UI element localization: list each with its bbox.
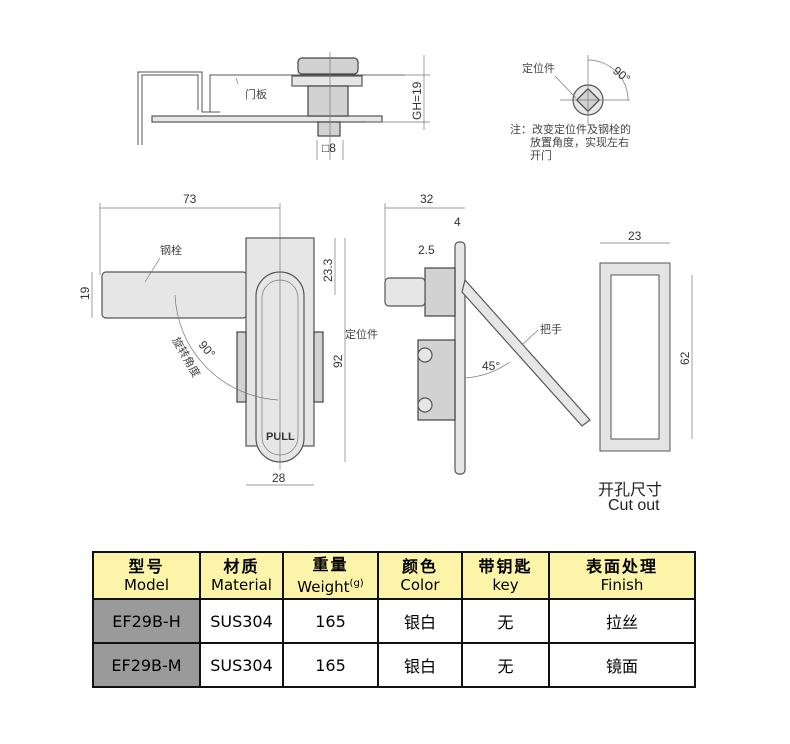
cell-color: 银白 [377,642,463,688]
depth-dim-label: 32 [420,192,434,206]
note-line-1: 注：改变定位件及钢栓的 [510,122,631,136]
width-dim-label: 73 [183,192,197,206]
note-angle-label: 90° [610,64,633,87]
handle-label: 把手 [540,322,562,336]
gap-dim-label: 2.5 [418,243,435,257]
cutout-title-en: Cut out [608,497,660,514]
panel-label: 门板 [245,87,267,101]
cell-weight: 165 [282,642,379,688]
note-line-2: 放置角度，实现左右 [530,135,629,149]
cutout-height-dim-label: 62 [678,351,692,365]
rotation-label: 旋转角度 [169,335,203,380]
rotation-note: 90° 定位件 注：改变定位件及钢栓的 放置角度，实现左右 开门 [510,55,633,162]
cell-finish: 拉丝 [548,598,696,644]
cell-model: EF29B-H [92,598,201,644]
square-dim-label: □8 [322,141,336,155]
note-locator-label: 定位件 [522,61,555,75]
cell-material: SUS304 [199,598,284,644]
cell-color: 银白 [377,598,463,644]
rotation-angle-label: 90° [196,338,219,361]
cutout-width-dim-label: 23 [628,229,642,243]
cell-key: 无 [461,598,550,644]
cell-model: EF29B-M [92,642,201,688]
height-dim-label: 92 [331,354,345,368]
side-locator-label: 定位件 [345,327,378,341]
table-row: EF29B-H SUS304 165 银白 无 拉丝 [92,598,696,644]
top-offset-dim-label: 23.3 [321,258,335,282]
table-row: EF29B-M SUS304 165 银白 无 镜面 [92,642,696,688]
note-line-3: 开门 [530,148,552,162]
top-view: □8 门板 GH=19 [137,52,430,160]
cell-weight: 165 [282,598,379,644]
side-view: 32 4 2.5 定位件 把手 45° [345,192,591,475]
side-angle-label: 45° [482,359,500,373]
plate-dim-label: 4 [454,215,461,229]
cutout-title-cn: 开孔尺寸 [598,480,663,499]
bolt-height-dim-label: 19 [78,286,92,300]
base-width-dim-label: 28 [272,471,286,485]
front-view: PULL 73 19 钢栓 23.3 92 90° 旋转角度 28 [78,192,346,486]
gh-dim-label: GH=19 [410,81,424,120]
handle-pull-text: PULL [266,431,295,443]
cell-material: SUS304 [199,642,284,688]
bolt-label: 钢栓 [160,243,182,257]
cell-key: 无 [461,642,550,688]
cell-finish: 镜面 [548,642,696,688]
cutout-view: 23 62 [599,229,693,452]
